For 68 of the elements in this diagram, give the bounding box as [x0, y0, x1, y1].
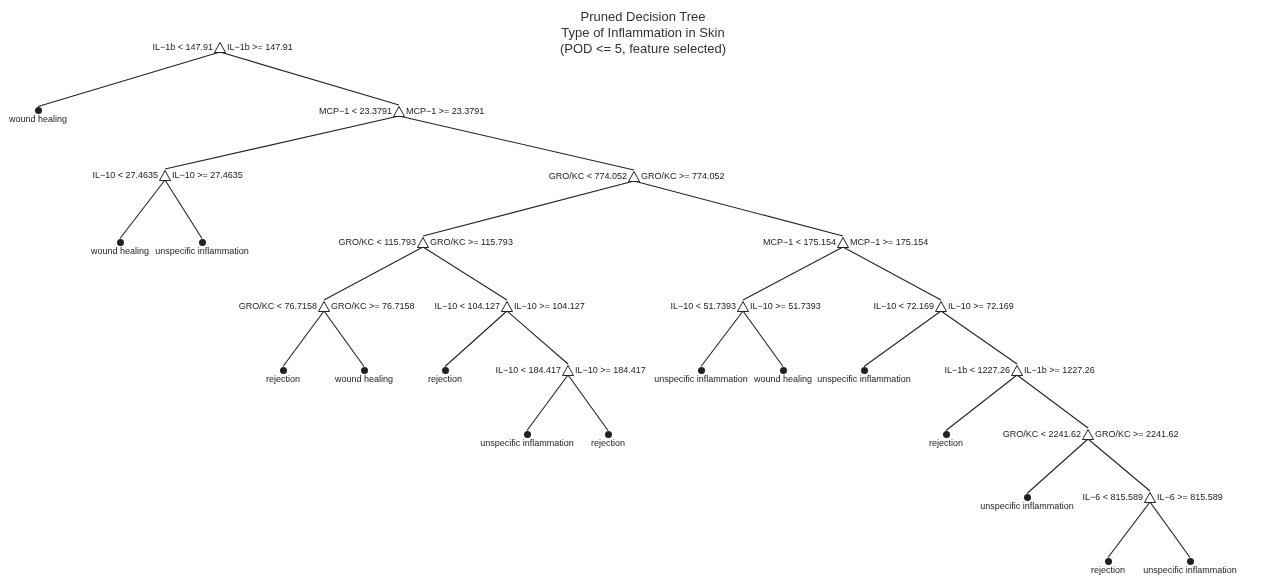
- split-condition: MCP−1 >= 175.154: [849, 236, 929, 248]
- split-condition: IL−10 < 184.417: [495, 364, 562, 376]
- leaf-class: unspecific inflammation: [155, 245, 249, 256]
- split-condition: GRO/KC >= 774.052: [640, 170, 725, 182]
- leaf-class: unspecific inflammation: [1143, 564, 1237, 575]
- subtitle: Type of Inflammation in Skin: [560, 25, 726, 41]
- branch-line: [1026, 438, 1089, 495]
- split-condition: IL−6 < 815.589: [1082, 491, 1144, 503]
- leaf-class: rejection: [1091, 564, 1125, 575]
- split-condition: IL−10 < 72.169: [873, 300, 935, 312]
- branch-line: [863, 310, 942, 368]
- leaf-class: unspecific inflammation: [654, 373, 748, 384]
- split-condition: MCP−1 >= 23.3791: [405, 105, 485, 117]
- split-condition: IL−10 < 104.127: [434, 300, 501, 312]
- split-condition: GRO/KC < 76.7158: [238, 300, 318, 312]
- split-condition: GRO/KC < 2241.62: [1002, 428, 1082, 440]
- leaf-class: wound healing: [753, 373, 813, 384]
- leaf-class: wound healing: [8, 113, 68, 124]
- branch-line: [164, 179, 203, 240]
- leaf-class: wound healing: [90, 245, 150, 256]
- chart-title: Pruned Decision Tree: [579, 9, 707, 25]
- branch-line: [1149, 501, 1191, 559]
- branch-line: [526, 374, 569, 432]
- branch-line: [742, 246, 844, 301]
- split-condition: IL−10 < 51.7393: [670, 300, 737, 312]
- leaf-class: unspecific inflammation: [480, 437, 574, 448]
- split-condition: GRO/KC < 774.052: [548, 170, 628, 182]
- split-condition: IL−10 < 27.4635: [92, 169, 159, 181]
- split-condition: GRO/KC >= 76.7158: [330, 300, 415, 312]
- split-condition: IL−10 >= 184.417: [574, 364, 646, 376]
- branch-line: [422, 246, 508, 301]
- split-condition: IL−10 >= 104.127: [513, 300, 585, 312]
- branch-line: [1107, 501, 1151, 559]
- split-condition: IL−1b < 1227.26: [944, 364, 1011, 376]
- branch-line: [842, 246, 942, 301]
- leaf-class: rejection: [591, 437, 625, 448]
- branch-line: [1087, 438, 1151, 492]
- branch-line: [567, 374, 609, 432]
- split-condition: IL−10 >= 27.4635: [171, 169, 243, 181]
- split-condition: IL−10 >= 51.7393: [749, 300, 821, 312]
- split-condition: IL−10 >= 72.169: [947, 300, 1014, 312]
- branch-line: [506, 310, 569, 365]
- branch-line: [742, 310, 784, 368]
- leaf-class: unspecific inflammation: [980, 500, 1074, 511]
- branch-line: [323, 246, 424, 301]
- split-condition: GRO/KC >= 2241.62: [1094, 428, 1179, 440]
- leaf-class: unspecific inflammation: [817, 373, 911, 384]
- subtitle: (POD <= 5, feature selected): [558, 41, 728, 57]
- leaf-class: rejection: [266, 373, 300, 384]
- split-condition: IL−1b >= 1227.26: [1023, 364, 1095, 376]
- branch-line: [119, 179, 166, 240]
- split-condition: GRO/KC >= 115.793: [429, 236, 513, 248]
- branch-line: [282, 310, 325, 368]
- branch-line: [1016, 374, 1089, 429]
- branch-line: [700, 310, 744, 368]
- split-condition: IL−1b >= 147.91: [226, 41, 293, 53]
- split-condition: GRO/KC < 115.793: [338, 236, 417, 248]
- split-condition: IL−1b < 147.91: [152, 41, 214, 53]
- branch-line: [323, 310, 365, 368]
- leaf-class: rejection: [929, 437, 963, 448]
- branch-line: [444, 310, 508, 368]
- leaf-class: rejection: [428, 373, 462, 384]
- branch-line: [940, 310, 1018, 365]
- split-condition: IL−6 >= 815.589: [1156, 491, 1223, 503]
- branch-line: [945, 374, 1018, 432]
- leaf-class: wound healing: [334, 373, 394, 384]
- split-condition: MCP−1 < 23.3791: [318, 105, 393, 117]
- split-condition: MCP−1 < 175.154: [762, 236, 837, 248]
